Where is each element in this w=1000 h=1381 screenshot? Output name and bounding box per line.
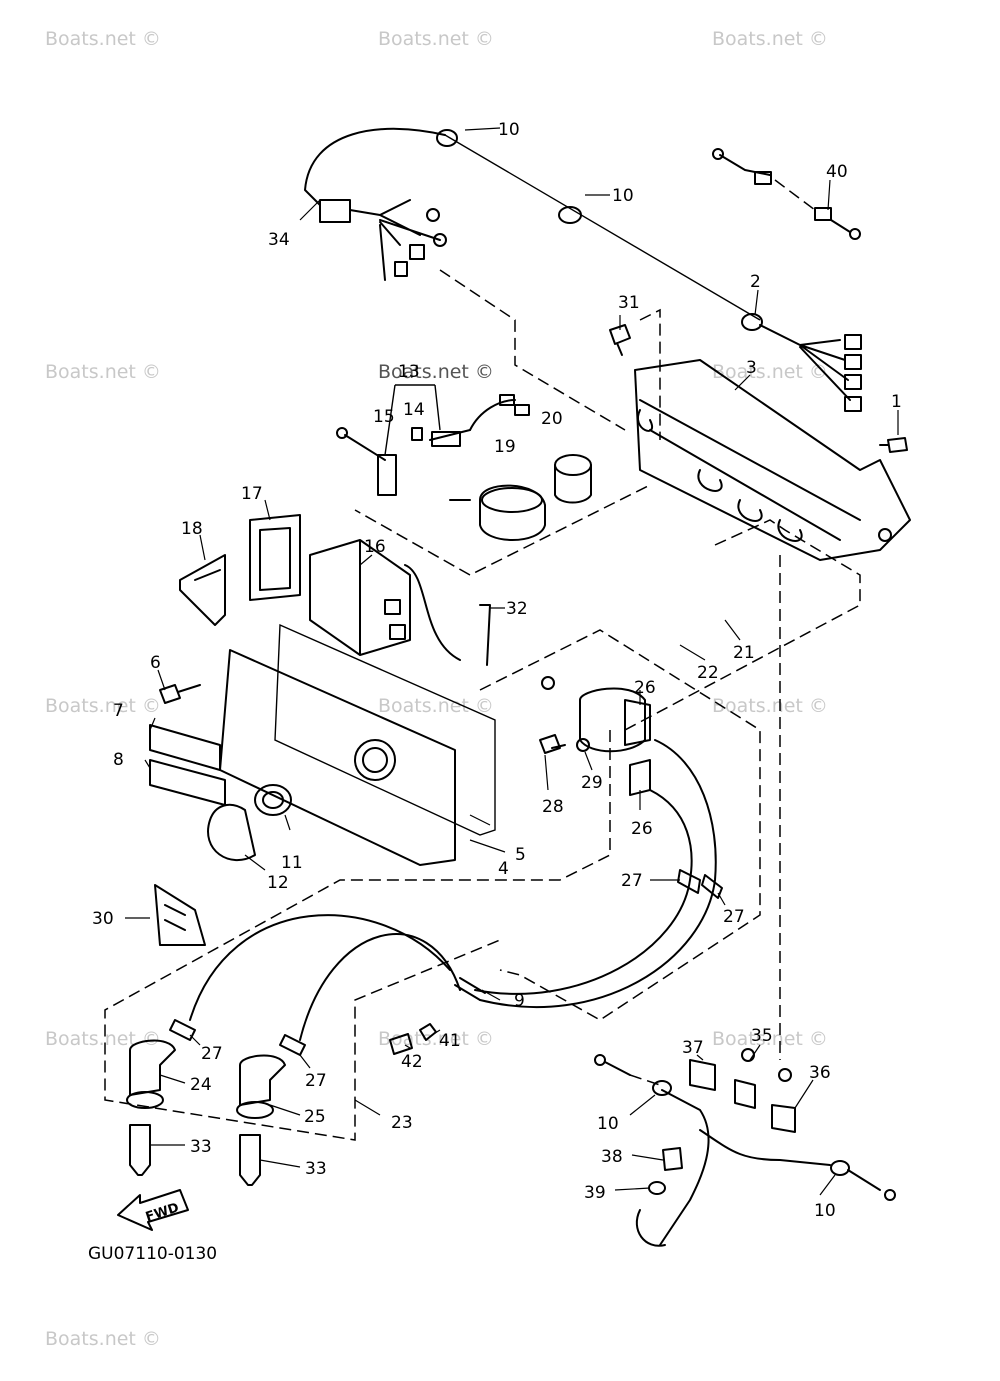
callout-35: 35: [751, 1026, 773, 1046]
part-drawings: [117, 127, 911, 1247]
callout-24: 24: [190, 1075, 212, 1095]
callout-34: 34: [268, 230, 290, 250]
leader-lines: [104, 127, 899, 1196]
callout-38: 38: [601, 1147, 623, 1167]
watermark: Boats.net ©: [45, 695, 161, 717]
callout-18: 18: [181, 519, 203, 539]
callout-20: 20: [541, 409, 563, 429]
callout-2: 2: [750, 272, 761, 292]
callout-25: 25: [304, 1107, 326, 1127]
callout-30: 30: [92, 909, 114, 929]
callout-40: 40: [826, 162, 848, 182]
callout-27: 27: [201, 1044, 223, 1064]
watermark-dark: Boats.net ©: [378, 361, 494, 383]
callout-14: 14: [403, 400, 425, 420]
callout-33: 33: [190, 1137, 212, 1157]
callout-4: 4: [498, 859, 509, 879]
callout-9: 9: [514, 991, 525, 1011]
callout-10: 10: [612, 186, 634, 206]
watermark: Boats.net ©: [378, 695, 494, 717]
watermark: Boats.net ©: [45, 28, 161, 50]
watermark: Boats.net ©: [45, 361, 161, 383]
callout-26: 26: [631, 819, 653, 839]
callout-16: 16: [364, 537, 386, 557]
callout-10: 10: [498, 120, 520, 140]
callout-10: 10: [597, 1114, 619, 1134]
callout-36: 36: [809, 1063, 831, 1083]
fwd-label: FWD: [144, 1200, 181, 1225]
callout-26: 26: [634, 678, 656, 698]
callout-33: 33: [305, 1159, 327, 1179]
callout-3: 3: [746, 358, 757, 378]
watermark: Boats.net ©: [712, 1028, 828, 1050]
callout-31: 31: [618, 293, 640, 313]
callout-17: 17: [241, 484, 263, 504]
callout-5: 5: [515, 845, 526, 865]
callout-13: 13: [398, 362, 420, 382]
callout-42: 42: [401, 1052, 423, 1072]
callout-19: 19: [494, 437, 516, 457]
watermark: Boats.net ©: [378, 28, 494, 50]
watermark: Boats.net ©: [45, 1328, 161, 1350]
callout-28: 28: [542, 797, 564, 817]
callout-10: 10: [814, 1201, 836, 1221]
callout-11: 11: [281, 853, 303, 873]
callout-41: 41: [439, 1031, 461, 1051]
callout-23: 23: [391, 1113, 413, 1133]
callout-27: 27: [305, 1071, 327, 1091]
watermark: Boats.net ©: [45, 1028, 161, 1050]
callout-37: 37: [682, 1038, 704, 1058]
callout-22: 22: [697, 663, 719, 683]
watermark: Boats.net ©: [712, 361, 828, 383]
watermark: Boats.net ©: [712, 28, 828, 50]
callout-8: 8: [113, 750, 124, 770]
callout-7: 7: [113, 701, 124, 721]
callout-32: 32: [506, 599, 528, 619]
callout-21: 21: [733, 643, 755, 663]
callout-15: 15: [373, 407, 395, 427]
callout-6: 6: [150, 653, 161, 673]
watermark: Boats.net ©: [712, 695, 828, 717]
callout-27: 27: [621, 871, 643, 891]
callout-39: 39: [584, 1183, 606, 1203]
callout-27: 27: [723, 907, 745, 927]
callout-1: 1: [891, 392, 902, 412]
callout-12: 12: [267, 873, 289, 893]
callout-29: 29: [581, 773, 603, 793]
catalog-number: GU07110-0130: [88, 1244, 217, 1264]
